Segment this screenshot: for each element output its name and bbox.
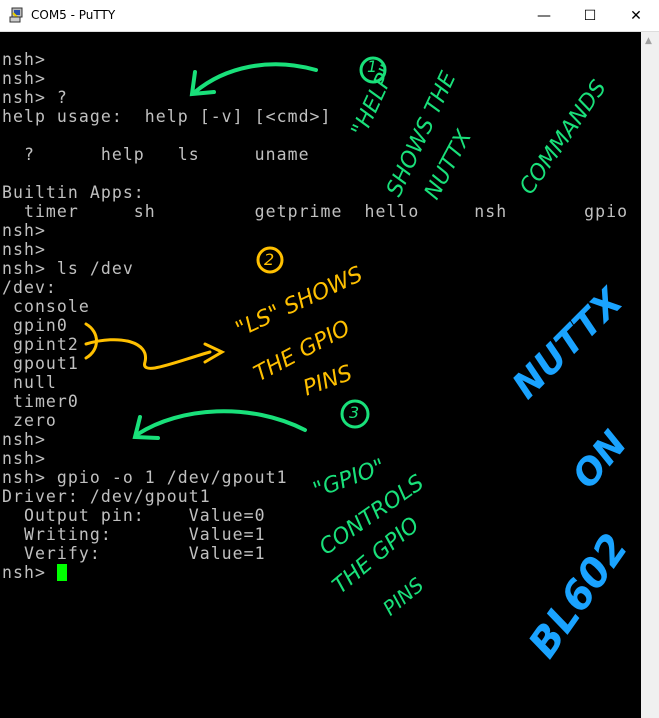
terminal-line: Driver: /dev/gpout1 (2, 487, 211, 506)
circle-2 (256, 246, 284, 274)
terminal-line: /dev: (2, 278, 57, 297)
terminal-line: nsh> ls /dev (2, 259, 134, 278)
terminal-line: null (2, 373, 57, 392)
arrow-3-head (132, 415, 160, 440)
cursor (56, 564, 67, 581)
terminal-line: gpin0 (2, 316, 68, 335)
arrow-1 (193, 62, 318, 94)
terminal-line: Output pin: Value=0 (2, 506, 266, 525)
terminal[interactable]: nsh> nsh> nsh> ? help usage: help [-v] [… (0, 32, 641, 718)
terminal-line: zero (2, 411, 57, 430)
vertical-scrollbar[interactable]: ▲ (641, 32, 659, 718)
terminal-line: nsh> ? (2, 88, 68, 107)
annotation-num-2: 2 (264, 250, 275, 269)
scroll-up-arrow-icon[interactable]: ▲ (645, 36, 652, 46)
window-title: COM5 - PuTTY (31, 8, 116, 22)
title-bar: COM5 - PuTTY — ☐ ✕ (0, 0, 659, 32)
maximize-button[interactable]: ☐ (583, 7, 597, 24)
annotation-num-3: 3 (349, 403, 360, 422)
terminal-line: Builtin Apps: (2, 183, 145, 202)
circle-3 (340, 399, 370, 429)
annotation-arrows (84, 56, 387, 440)
terminal-line: console (2, 297, 90, 316)
annotation-num-1: 1 (367, 57, 378, 76)
circle-1 (359, 56, 387, 84)
terminal-line: nsh> gpio -o 1 /dev/gpout1 (2, 468, 288, 487)
close-button[interactable]: ✕ (630, 7, 642, 24)
arrow-3 (136, 409, 307, 436)
terminal-line: nsh> (2, 240, 46, 259)
terminal-output: nsh> nsh> nsh> ? help usage: help [-v] [… (2, 50, 628, 582)
terminal-line: ? help ls uname (2, 145, 310, 164)
terminal-line: nsh> (2, 221, 46, 240)
terminal-line: Verify: Value=1 (2, 544, 266, 563)
bracket-pins (84, 322, 212, 370)
terminal-line: nsh> (2, 69, 46, 88)
terminal-line: Writing: Value=1 (2, 525, 266, 544)
terminal-line: timer0 (2, 392, 79, 411)
arrow-2-head (203, 342, 226, 364)
terminal-line: nsh> (2, 449, 46, 468)
minimize-button[interactable]: — (537, 7, 551, 24)
terminal-line: nsh> (2, 50, 46, 69)
terminal-line: help usage: help [-v] [<cmd>] (2, 107, 332, 126)
terminal-line: gpint2 (2, 335, 79, 354)
terminal-line: timer sh getprime hello nsh gpio (2, 202, 629, 221)
putty-icon (9, 7, 23, 23)
terminal-line: nsh> (2, 430, 46, 449)
arrow-1-head (189, 70, 216, 97)
prompt: nsh> (2, 563, 57, 582)
terminal-line: gpout1 (2, 354, 79, 373)
